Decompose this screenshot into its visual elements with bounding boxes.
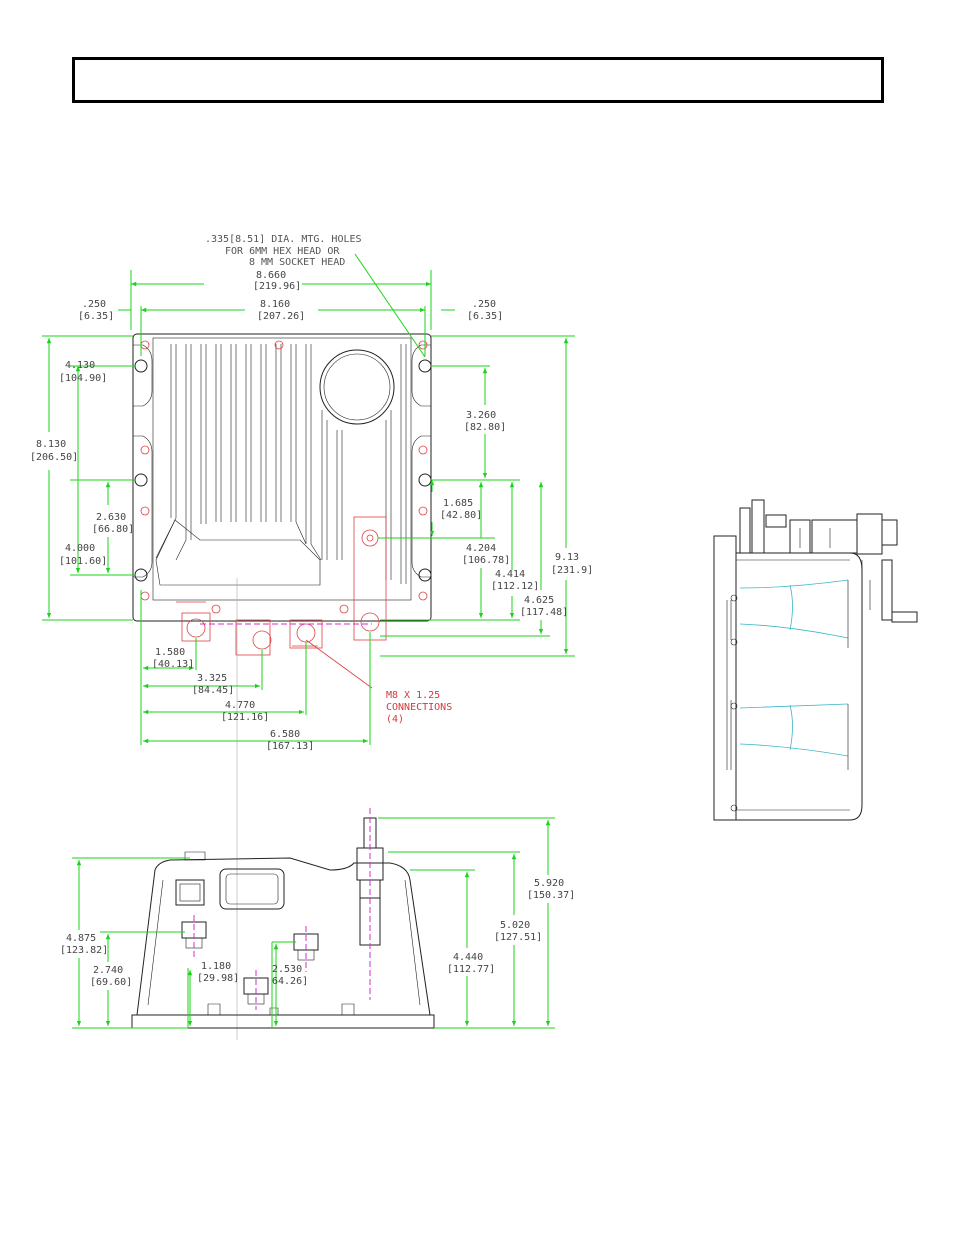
front-baseplate [131, 1014, 435, 1029]
left-ear-outline [133, 344, 153, 578]
dim-left-0: 4.130 [65, 360, 95, 371]
dim-right-offset-metric: [6.35] [467, 311, 503, 322]
side-baseplate [713, 535, 737, 821]
dim-right-0: 3.260 [466, 410, 496, 421]
dim-overall-width: 8.660 [256, 270, 286, 281]
dim-bottom-1-metric: [84.45] [192, 685, 234, 696]
dim-front-inner-1-metric: 64.26] [272, 976, 308, 987]
dim-right-5-metric: [231.9] [551, 565, 593, 576]
dim-left-3-metric: [101.60] [59, 556, 107, 567]
front-view-labels: 4.875 [123.82] 2.740 [69.60] 1.180 [29.9… [60, 878, 575, 988]
power-connections [176, 516, 387, 656]
dim-bottom-0-metric: [40.13] [152, 659, 194, 670]
side-view [713, 499, 918, 821]
dim-front-left-0-metric: [123.82] [60, 945, 108, 956]
top-view-dimensions [42, 253, 575, 745]
dim-right-4-metric: [117.48] [520, 607, 568, 618]
dim-front-left-1-metric: [69.60] [90, 977, 132, 988]
connection-note-line-2: CONNECTIONS [386, 702, 452, 713]
top-view-labels: .335[8.51] DIA. MTG. HOLES FOR 6MM HEX H… [30, 234, 593, 752]
mounting-holes [134, 359, 432, 582]
dim-bottom-2-metric: [121.16] [221, 712, 269, 723]
dim-right-4: 4.625 [524, 595, 554, 606]
mounting-note-leader [354, 253, 426, 358]
housing-inner [152, 337, 412, 601]
dim-front-left-0: 4.875 [66, 933, 96, 944]
front-view-dimensions [72, 818, 555, 1028]
dim-front-inner-0: 1.180 [201, 961, 231, 972]
heat-sink-fins [155, 344, 407, 586]
side-terminal-hardware [739, 499, 918, 623]
screw-heads [140, 340, 428, 614]
dim-left-offset-metric: [6.35] [78, 311, 114, 322]
dim-right-3-metric: [112.12] [491, 581, 539, 592]
dim-left-1-metric: [206.50] [30, 452, 78, 463]
dim-right-offset: .250 [472, 299, 496, 310]
dim-front-left-1: 2.740 [93, 965, 123, 976]
mounting-note-line-1: .335[8.51] DIA. MTG. HOLES [205, 234, 362, 245]
dim-bottom-3-metric: [167.13] [266, 741, 314, 752]
dim-right-2-metric: [106.78] [462, 555, 510, 566]
dim-right-1: 1.685 [443, 498, 473, 509]
dim-hole-width: 8.160 [260, 299, 290, 310]
dim-left-0-metric: [104.90] [59, 373, 107, 384]
dim-left-offset: .250 [82, 299, 106, 310]
front-connector [175, 879, 205, 906]
dim-front-right-2-metric: [150.37] [527, 890, 575, 901]
dim-front-right-1-metric: [127.51] [494, 932, 542, 943]
dim-bottom-0: 1.580 [155, 647, 185, 658]
dim-hole-width-metric: [207.26] [257, 311, 305, 322]
dim-right-5: 9.13 [555, 552, 579, 563]
front-view [131, 808, 435, 1029]
dim-bottom-3: 6.580 [270, 729, 300, 740]
dim-front-right-0-metric: [112.77] [447, 964, 495, 975]
dim-front-inner-0-metric: [29.98] [197, 973, 239, 984]
dim-right-1-metric: [42.80] [440, 510, 482, 521]
connection-note-line-3: (4) [386, 714, 404, 725]
top-view [132, 333, 432, 1040]
dim-left-2: 2.630 [96, 512, 126, 523]
dim-right-0-metric: [82.80] [464, 422, 506, 433]
dim-bottom-1: 3.325 [197, 673, 227, 684]
front-housing [136, 857, 431, 1016]
side-fins [739, 579, 849, 757]
dim-right-2: 4.204 [466, 543, 496, 554]
dim-front-right-1: 5.020 [500, 920, 530, 931]
connection-leader [305, 639, 373, 689]
dim-right-3: 4.414 [495, 569, 525, 580]
title-box [72, 57, 884, 103]
dim-overall-width-metric: [219.96] [253, 281, 301, 292]
front-signal-window [219, 868, 285, 910]
dim-front-inner-1: 2.530 [272, 964, 302, 975]
dim-front-right-0: 4.440 [453, 952, 483, 963]
dim-left-2-metric: [66.80] [92, 524, 134, 535]
dim-left-1: 8.130 [36, 439, 66, 450]
capacitor-top [319, 349, 395, 425]
dim-left-3: 4.000 [65, 543, 95, 554]
dim-bottom-2: 4.770 [225, 700, 255, 711]
side-housing [736, 552, 863, 821]
mounting-note-line-2: FOR 6MM HEX HEAD OR [225, 246, 340, 257]
dim-front-right-2: 5.920 [534, 878, 564, 889]
right-ear-outline [411, 344, 431, 578]
connection-note-line-1: M8 X 1.25 [386, 690, 440, 701]
mounting-note-line-3: 8 MM SOCKET HEAD [249, 257, 345, 268]
